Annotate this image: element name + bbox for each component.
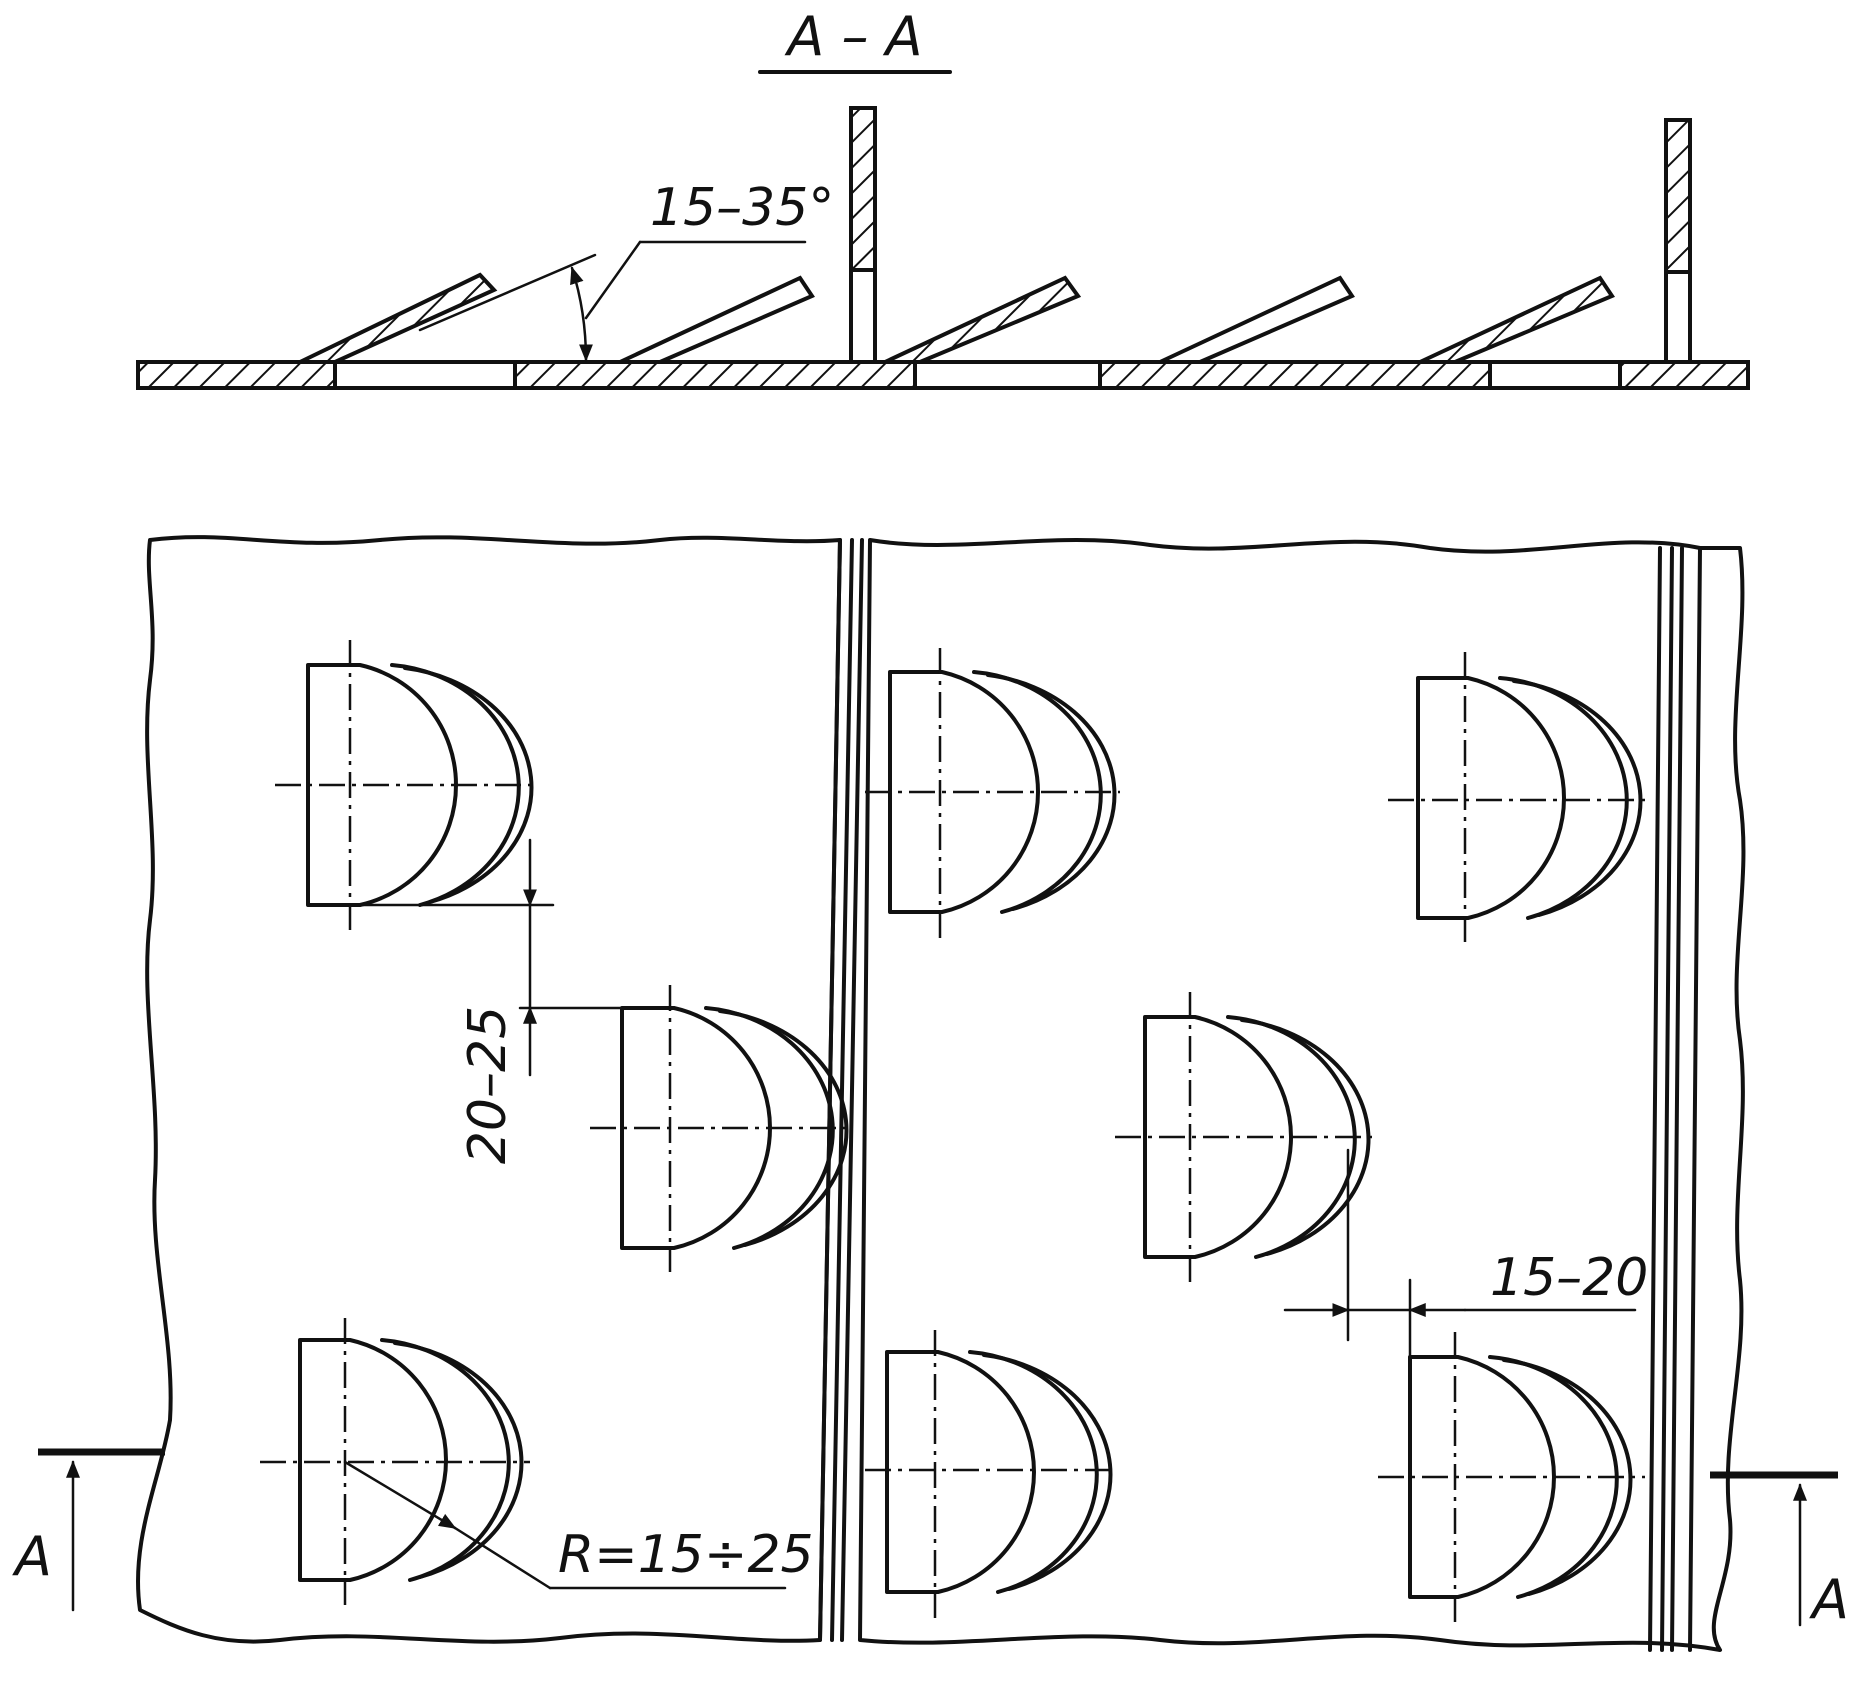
section-mark-right: A [1710,1471,1849,1631]
plan-view: 20–25 15–20 R=15÷25 A A [12,535,1849,1652]
horizontal-gap-label: 15–20 [1490,1248,1648,1308]
right-panel-outline [858,538,1746,1652]
base-plate [136,360,1750,390]
angle-dimension: 15–35° [418,178,834,362]
section-mark-left-label: A [12,1525,52,1588]
section-mark-left: A [12,1448,165,1612]
louvre-opening [590,985,849,1272]
louvre-opening [1378,1332,1645,1622]
louvre-opening [865,1330,1115,1618]
louvre-opening [865,648,1120,938]
right-rib-seam [1648,546,1702,1652]
radius-dimension: R=15÷25 [343,1460,814,1590]
horizontal-gap-dimension: 15–20 [1283,1148,1648,1359]
louvre-opening [1388,652,1645,944]
louvre-openings [260,640,1645,1622]
center-seam [818,538,864,1642]
vertical-ribs [849,106,1692,364]
vertical-gap-label: 20–25 [458,1006,518,1164]
louvre-opening [275,640,535,930]
radius-label: R=15÷25 [558,1525,814,1585]
section-title: A – A [784,5,922,68]
louvre-blades [299,272,1616,364]
left-panel-outline [135,535,842,1644]
section-view: A – A 15–35 [136,5,1750,390]
louvre-opening [1115,992,1375,1283]
section-mark-right-label: A [1809,1568,1849,1631]
angle-label: 15–35° [650,178,834,238]
louvre-opening [260,1318,530,1605]
vertical-gap-dimension: 20–25 [358,838,624,1164]
